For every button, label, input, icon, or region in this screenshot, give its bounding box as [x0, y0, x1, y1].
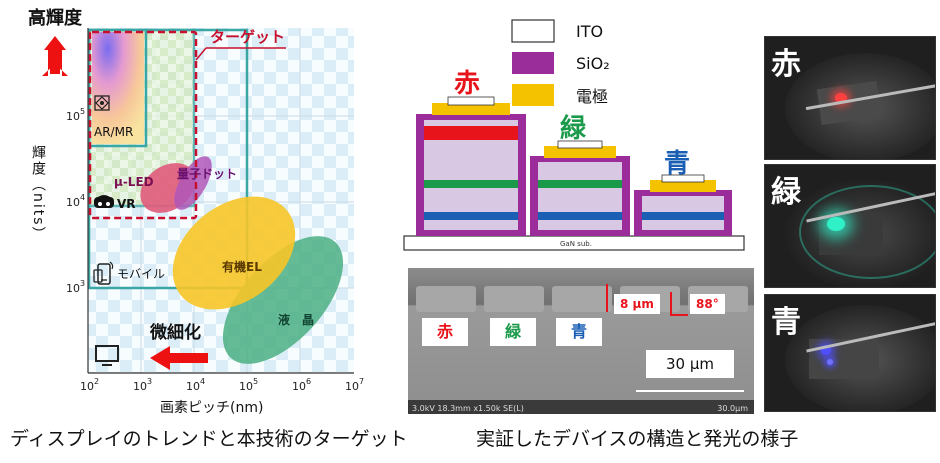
green-pillar: [530, 140, 630, 236]
photo-red: 赤: [764, 36, 936, 160]
mobile-label: モバイル: [117, 267, 165, 281]
tv-monitor-icon: [95, 345, 119, 366]
blue-pillar: [634, 174, 732, 236]
high-brightness-label: 高輝度: [28, 7, 83, 29]
x-tick-base: 10: [133, 380, 147, 393]
lcd-region: [222, 236, 344, 364]
svg-text:104: 104: [66, 193, 85, 209]
x-tick-exp: 3: [147, 377, 152, 386]
red-pillar-label: 赤: [454, 69, 480, 99]
oled-region: [172, 196, 296, 310]
target-box: [88, 30, 198, 220]
sem-label-blue: 青: [556, 318, 602, 346]
x-tick-exp: 7: [359, 377, 364, 386]
trend-chart: 高輝度 ターゲット AR/MR VR モバイル μ-LED 量子ドット 有機EL…: [28, 7, 364, 416]
y-tick-exp: 5: [80, 107, 85, 116]
photo-blue: 青: [764, 294, 936, 412]
micro-led-label: μ-LED: [114, 175, 154, 189]
ar-mr-region: [92, 32, 144, 144]
left-arrow-icon: [150, 346, 170, 370]
y-tick-labels: 105 104 103: [66, 107, 85, 295]
y-tick-exp: 3: [80, 279, 85, 288]
target-label: ターゲット: [210, 28, 285, 46]
device-structure-diagram: ITO SiO₂ 電極 GaN sub. 赤 緑 青: [403, 19, 745, 251]
sem-pillar: [552, 286, 612, 312]
angle-marker-icon: [670, 292, 688, 316]
x-axis-label: 画素ピッチ(nm): [160, 400, 263, 416]
svg-text:103: 103: [133, 377, 152, 393]
photo-blue-label: 青: [771, 305, 801, 340]
sem-pillar: [416, 286, 476, 312]
svg-text:104: 104: [186, 377, 205, 393]
fine-pitch-label: 微細化: [149, 322, 201, 343]
green-pillar-label: 緑: [560, 113, 587, 144]
x-tick-base: 10: [292, 380, 306, 393]
substrate-label: GaN sub.: [560, 240, 592, 248]
x-tick-exp: 6: [306, 377, 311, 386]
sem-label-red: 赤: [422, 318, 468, 346]
x-tick-base: 10: [80, 380, 94, 393]
y-tick-exp: 4: [80, 193, 85, 202]
sem-footer-left: 3.0kV 18.3mm x1.50k SE(L): [412, 404, 524, 413]
ar-mr-label: AR/MR: [94, 125, 133, 139]
x-tick-base: 10: [239, 380, 253, 393]
legend-electrode: 電極: [576, 87, 608, 106]
photo-green: 緑: [764, 164, 936, 288]
sem-label-green: 緑: [490, 318, 536, 346]
blue-pillar-label: 青: [664, 149, 690, 179]
legend-sio2: SiO₂: [576, 54, 610, 73]
device-caption: 実証したデバイスの構造と発光の様子: [476, 428, 799, 450]
angle-label: 88°: [690, 294, 725, 314]
trend-caption: ディスプレイのトレンドと本技術のターゲット: [10, 428, 408, 450]
sem-image: 赤 緑 青 8 μm 88° 30 μm 3.0kV 18.3mm x1.50k…: [408, 268, 754, 414]
vr-headset-icon: [94, 195, 114, 208]
x-tick-exp: 4: [200, 377, 205, 386]
svg-text:105: 105: [66, 107, 85, 123]
y-tick-base: 10: [66, 196, 80, 209]
svg-text:103: 103: [66, 279, 85, 295]
quantum-dot-region: [174, 156, 212, 210]
sem-pillar: [484, 286, 544, 312]
vr-label: VR: [117, 197, 136, 211]
scale-label: 30 μm: [646, 350, 734, 378]
x-tick-base: 10: [345, 380, 359, 393]
legend-ito: ITO: [576, 22, 603, 41]
height-arrow-icon: [606, 284, 608, 312]
x-tick-exp: 5: [253, 377, 258, 386]
lcd-label: 液 晶: [278, 312, 314, 327]
sem-footer-right: 30.0μm: [717, 404, 748, 413]
photo-red-label: 赤: [771, 47, 801, 82]
mobile-icon: [93, 261, 114, 285]
ar-mr-icon: [94, 95, 110, 111]
x-tick-exp: 2: [94, 377, 99, 386]
height-label: 8 μm: [614, 294, 660, 314]
svg-text:106: 106: [292, 377, 311, 393]
y-tick-base: 10: [66, 110, 80, 123]
svg-text:105: 105: [239, 377, 258, 393]
svg-text:102: 102: [80, 377, 99, 393]
photo-green-label: 緑: [771, 175, 801, 210]
red-pillar: [416, 96, 526, 236]
y-axis-label: 輝度（nits）: [30, 145, 46, 243]
svg-text:107: 107: [345, 377, 364, 393]
quantum-dot-label: 量子ドット: [177, 167, 237, 181]
scale-bar: [636, 390, 744, 392]
y-tick-base: 10: [66, 282, 80, 295]
legend: ITO SiO₂ 電極: [511, 19, 610, 106]
x-tick-labels: 102 103 104 105 106 107: [80, 377, 364, 393]
x-tick-base: 10: [186, 380, 200, 393]
oled-label: 有機EL: [222, 259, 262, 274]
